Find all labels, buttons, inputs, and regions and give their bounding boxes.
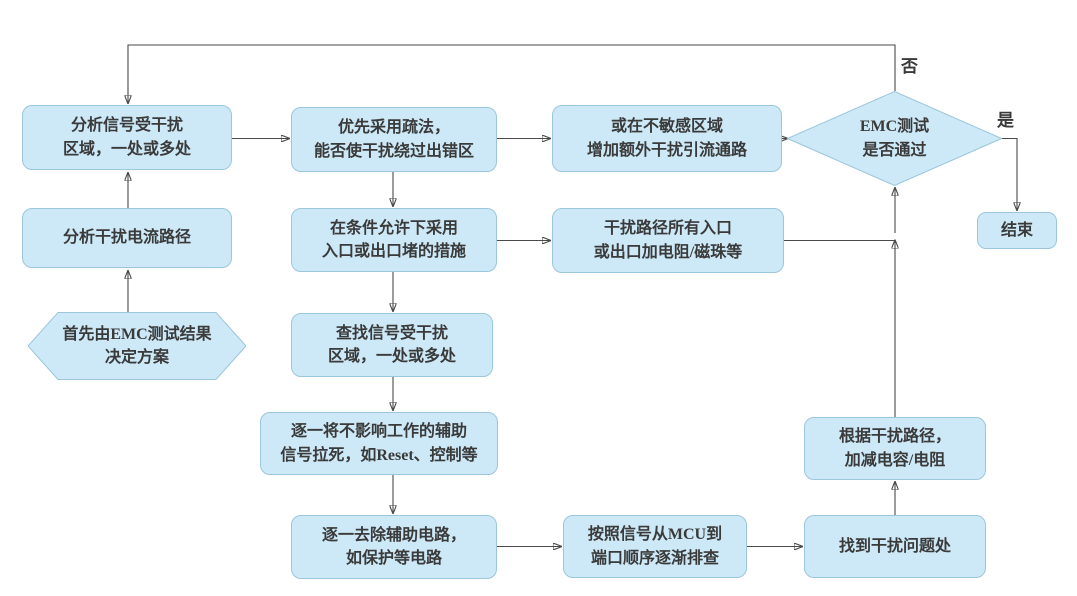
node-remove-aux: 逐一去除辅助电路， 如保护等电路 bbox=[291, 515, 497, 579]
arrow-emc-yes-to-end bbox=[1002, 137, 1017, 211]
node-analyze-path: 分析干扰电流路径 bbox=[22, 208, 232, 268]
node-block-measures: 在条件允许下采用 入口或出口堵的措施 bbox=[291, 208, 497, 272]
node-check-order: 按照信号从MCU到 端口顺序逐渐排查 bbox=[563, 515, 747, 578]
node-add-diversion: 或在不敏感区域 增加额外干扰引流通路 bbox=[552, 105, 782, 172]
node-find-area: 查找信号受干扰 区域，一处或多处 bbox=[291, 313, 493, 377]
node-end: 结束 bbox=[977, 212, 1057, 249]
arrow-emc-no-feedback bbox=[128, 44, 896, 104]
node-start: 首先由EMC测试结果 决定方案 bbox=[28, 312, 246, 380]
edge-label-no: 否 bbox=[901, 57, 918, 76]
start-label: 首先由EMC测试结果 决定方案 bbox=[62, 325, 212, 366]
edge-label-yes: 是 bbox=[997, 111, 1014, 130]
node-emc-test-decision: EMC测试 是否通过 bbox=[787, 91, 1002, 186]
emc-test-label: EMC测试 是否通过 bbox=[859, 118, 930, 159]
node-analyze-area: 分析信号受干扰 区域，一处或多处 bbox=[22, 105, 232, 170]
node-add-resistor: 干扰路径所有入口 或出口加电阻/磁珠等 bbox=[552, 208, 784, 273]
node-pull-dead: 逐一将不影响工作的辅助 信号拉死，如Reset、控制等 bbox=[260, 412, 498, 475]
hexagon-shape bbox=[28, 312, 246, 380]
diamond-shape bbox=[787, 91, 1002, 186]
node-prefer-diversion: 优先采用疏法， 能否使干扰绕过出错区 bbox=[291, 107, 497, 172]
node-adjust-rc: 根据干扰路径， 加减电容/电阻 bbox=[804, 417, 986, 480]
node-found-problem: 找到干扰问题处 bbox=[804, 515, 986, 578]
